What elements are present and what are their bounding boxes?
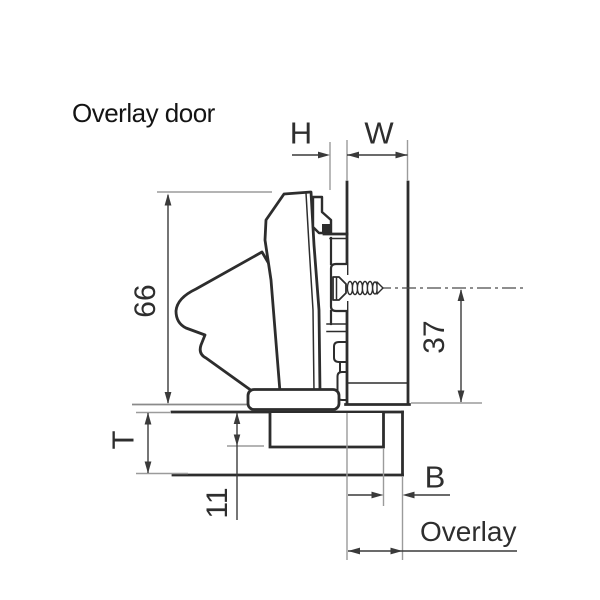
dim-label-h: H: [289, 115, 313, 151]
hinge-arm: [263, 190, 322, 394]
cup-flange: [246, 388, 341, 411]
hinge-cup: [268, 411, 385, 449]
dim-label-t: T: [105, 430, 141, 450]
extension-lines: [132, 140, 482, 560]
dim-label-11: 11: [201, 487, 234, 519]
arm-hook: [311, 195, 333, 235]
dim-label-w: W: [364, 115, 394, 151]
dim-label-b: B: [424, 459, 446, 495]
dim-label-overlay: Overlay: [420, 516, 517, 547]
hinge-inner-lever: [174, 250, 292, 393]
dimension-lines: [144, 151, 517, 555]
diagram-title: Overlay door: [72, 98, 215, 128]
mounting-plate: [322, 232, 349, 401]
dim-label-66: 66: [129, 284, 162, 318]
mounting-screw: [332, 275, 384, 301]
dim-label-37: 37: [418, 320, 451, 354]
